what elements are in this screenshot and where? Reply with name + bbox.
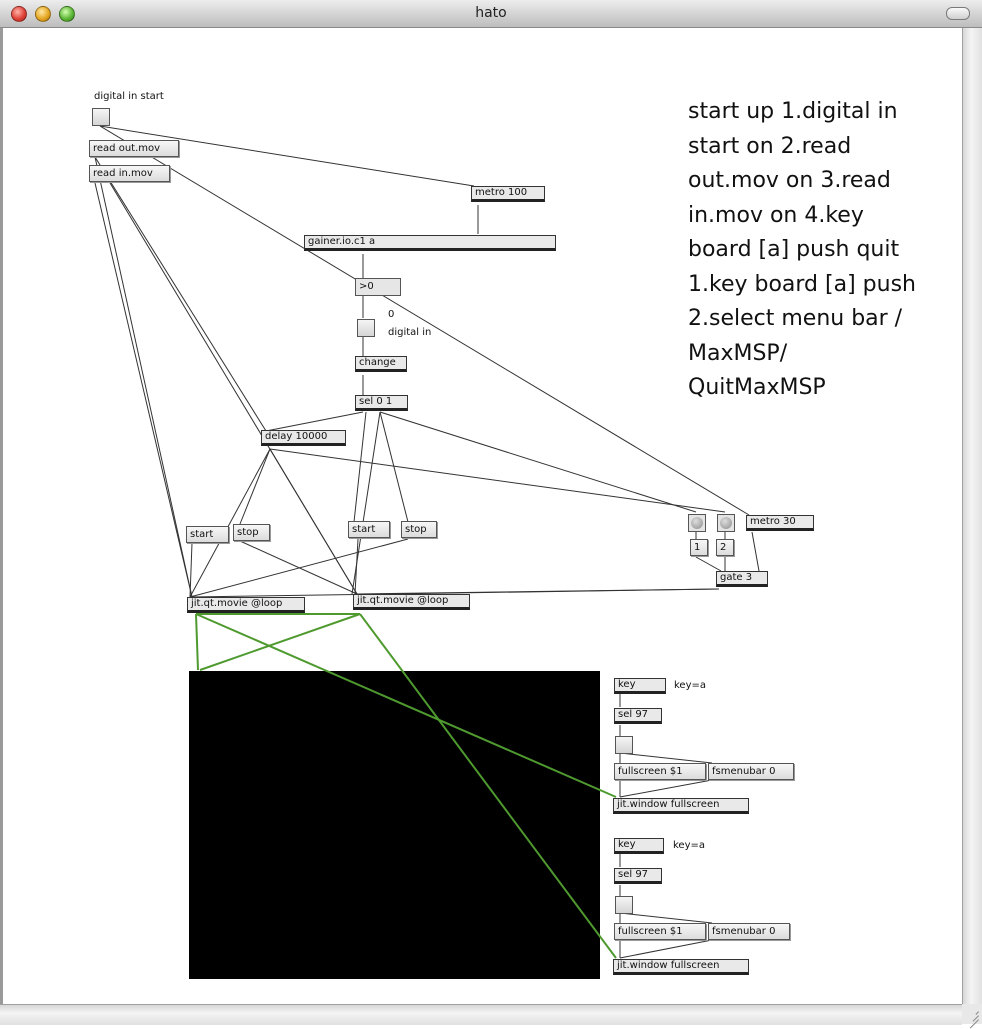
window-title: hato xyxy=(475,5,507,21)
message-1[interactable]: 1 xyxy=(690,539,708,556)
comment-key-a-1: key=a xyxy=(674,680,707,691)
key-object-2[interactable]: key xyxy=(614,838,664,854)
digital-in-start-toggle[interactable] xyxy=(92,108,110,126)
digital-in-toggle[interactable] xyxy=(357,319,375,337)
start-message-2[interactable]: start xyxy=(348,521,390,538)
gate-3-object[interactable]: gate 3 xyxy=(716,571,768,587)
comment-zero: 0 xyxy=(388,309,395,320)
number-box[interactable]: >0 xyxy=(355,278,401,296)
left-edge xyxy=(0,28,3,1004)
instruction-line: in.mov on 4.key xyxy=(688,202,864,228)
fullscreen-toggle-1[interactable] xyxy=(615,736,633,754)
video-display xyxy=(189,671,600,979)
bang-button-2[interactable] xyxy=(717,514,735,532)
stop-message-2[interactable]: stop xyxy=(401,521,437,538)
horizontal-scrollbar[interactable] xyxy=(0,1004,962,1025)
read-in-mov-message[interactable]: read in.mov xyxy=(89,165,170,182)
message-2[interactable]: 2 xyxy=(716,539,734,556)
close-icon[interactable] xyxy=(11,6,27,22)
instruction-line: start up 1.digital in xyxy=(688,99,898,124)
comment-key-a-2: key=a xyxy=(673,840,706,851)
instruction-line: MaxMSP/ xyxy=(688,340,788,366)
comment-digital-in-start: digital in start xyxy=(94,91,164,102)
metro-30-object[interactable]: metro 30 xyxy=(746,515,814,531)
sel-97-object-1[interactable]: sel 97 xyxy=(614,708,662,724)
instruction-line: board [a] push quit xyxy=(688,237,900,262)
instruction-line: out.mov on 3.read xyxy=(688,168,891,193)
fullscreen-message-2[interactable]: fullscreen $1 xyxy=(614,923,706,940)
vertical-scrollbar[interactable] xyxy=(962,28,982,1004)
fullscreen-message-1[interactable]: fullscreen $1 xyxy=(614,763,706,780)
stop-message-1[interactable]: stop xyxy=(233,524,270,541)
fsmenubar-message-2[interactable]: fsmenubar 0 xyxy=(708,923,790,940)
sel-0-1-object[interactable]: sel 0 1 xyxy=(355,395,408,411)
instruction-line: 1.key board [a] push xyxy=(688,271,916,297)
bang-button-1[interactable] xyxy=(688,514,706,532)
metro-100-object[interactable]: metro 100 xyxy=(471,186,545,202)
bang-circle-icon xyxy=(691,517,703,529)
delay-object[interactable]: delay 10000 xyxy=(261,430,346,446)
comment-digital-in: digital in xyxy=(388,327,432,338)
resize-grip-icon[interactable] xyxy=(962,1004,982,1029)
change-object[interactable]: change xyxy=(355,356,407,372)
fsmenubar-message-1[interactable]: fsmenubar 0 xyxy=(708,763,794,780)
jit-window-object-2[interactable]: jit.window fullscreen xyxy=(613,959,749,975)
instruction-line: QuitMaxMSP xyxy=(688,375,826,400)
title-bar: hato xyxy=(0,0,982,28)
sel-97-object-2[interactable]: sel 97 xyxy=(614,868,662,884)
instruction-line: 2.select menu bar / xyxy=(688,306,903,331)
start-message-1[interactable]: start xyxy=(186,526,229,543)
gainer-object[interactable]: gainer.io.c1 a xyxy=(304,235,556,251)
minimize-icon[interactable] xyxy=(35,6,51,22)
instructions-comment: start up 1.digital in start on 2.read ou… xyxy=(688,95,958,406)
zoom-icon[interactable] xyxy=(59,6,75,22)
jit-window-object-1[interactable]: jit.window fullscreen xyxy=(613,798,749,814)
bang-circle-icon xyxy=(720,517,732,529)
key-object-1[interactable]: key xyxy=(614,678,666,694)
toolbar-toggle-button[interactable] xyxy=(946,7,970,20)
read-out-mov-message[interactable]: read out.mov xyxy=(89,140,179,157)
jit-qt-movie-object-2[interactable]: jit.qt.movie @loop xyxy=(353,594,470,610)
instruction-line: start on 2.read xyxy=(688,133,852,159)
fullscreen-toggle-2[interactable] xyxy=(615,896,633,914)
jit-qt-movie-object-1[interactable]: jit.qt.movie @loop xyxy=(187,597,305,613)
